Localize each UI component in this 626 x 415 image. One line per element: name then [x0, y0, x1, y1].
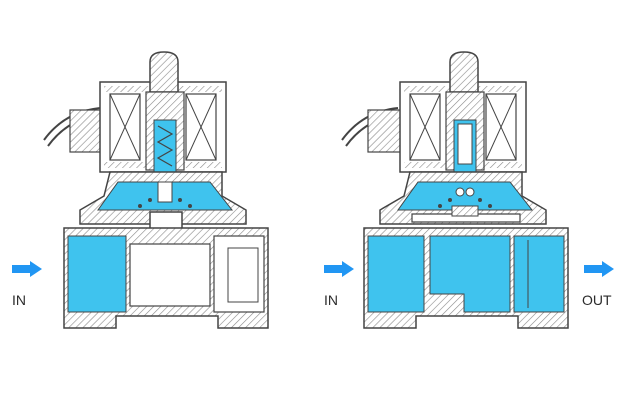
left-inlet-arrow — [12, 261, 42, 277]
left-valve-body — [63, 227, 269, 329]
right-outlet-arrow — [584, 261, 614, 277]
left-inlet-label: IN — [12, 292, 26, 308]
right-plug-nut — [449, 51, 479, 93]
left-valve — [43, 51, 269, 329]
left-plug-nut — [149, 51, 179, 93]
right-diaphragm — [411, 213, 521, 223]
right-valve-body — [363, 227, 569, 329]
right-inlet-water — [367, 235, 425, 313]
right-inlet-label: IN — [324, 292, 338, 308]
right-valve — [341, 51, 569, 329]
left-inlet-water — [67, 235, 127, 313]
right-inlet-arrow — [324, 261, 354, 277]
right-outlet-water — [513, 235, 565, 313]
right-outlet-label: OUT — [582, 292, 612, 308]
right-central-water — [429, 235, 511, 313]
